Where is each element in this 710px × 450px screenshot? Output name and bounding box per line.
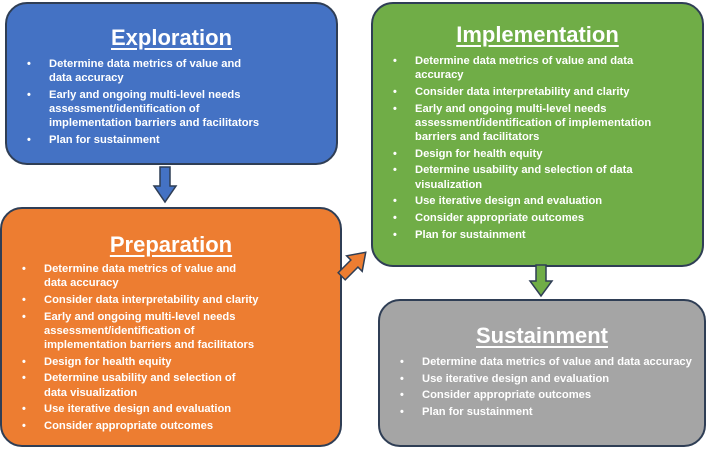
implementation-item: Use iterative design and evaluation (373, 194, 702, 208)
sustainment-list: Determine data metrics of value and data… (380, 355, 704, 420)
implementation-item: Plan for sustainment (373, 228, 702, 242)
preparation-item: Determine data metrics of value and data… (2, 262, 259, 290)
implementation-title: Implementation (456, 22, 619, 47)
implementation-item: Determine data metrics of value and data… (373, 54, 635, 82)
implementation-list: Determine data metrics of value and data… (373, 54, 702, 242)
implementation-item: Consider data interpretability and clari… (373, 85, 702, 99)
exploration-title: Exploration (110, 25, 232, 50)
exploration-item: Early and ongoing multi-level needs asse… (7, 88, 279, 131)
preparation-title: Preparation (109, 232, 233, 257)
implementation-item: Early and ongoing multi-level needs asse… (373, 102, 655, 145)
exploration-box: Exploration Determine data metrics of va… (5, 2, 338, 165)
sustainment-box: Sustainment Determine data metrics of va… (378, 299, 706, 447)
arrow-down-icon (152, 166, 178, 204)
implementation-item: Design for health equity (373, 147, 702, 161)
implementation-item: Determine usability and selection of dat… (373, 163, 635, 191)
preparation-item: Determine usability and selection of dat… (2, 371, 259, 399)
sustainment-item: Consider appropriate outcomes (380, 388, 704, 402)
preparation-list: Determine data metrics of value and data… (2, 262, 340, 433)
sustainment-item: Determine data metrics of value and data… (380, 355, 704, 369)
exploration-list: Determine data metrics of value and data… (7, 57, 336, 147)
implementation-box: Implementation Determine data metrics of… (371, 2, 704, 267)
preparation-item: Consider appropriate outcomes (2, 419, 340, 433)
preparation-item: Consider data interpretability and clari… (2, 293, 340, 307)
preparation-item: Early and ongoing multi-level needs asse… (2, 310, 279, 353)
implementation-item: Consider appropriate outcomes (373, 211, 702, 225)
arrow-down-icon (528, 264, 554, 298)
preparation-item: Design for health equity (2, 355, 340, 369)
sustainment-item: Use iterative design and evaluation (380, 372, 704, 386)
arrow-up-right-icon (337, 251, 367, 281)
exploration-item: Plan for sustainment (7, 133, 336, 147)
sustainment-title: Sustainment (475, 323, 609, 348)
sustainment-item: Plan for sustainment (380, 405, 704, 419)
preparation-box: Preparation Determine data metrics of va… (0, 207, 342, 447)
exploration-item: Determine data metrics of value and data… (7, 57, 249, 85)
preparation-item: Use iterative design and evaluation (2, 402, 340, 416)
